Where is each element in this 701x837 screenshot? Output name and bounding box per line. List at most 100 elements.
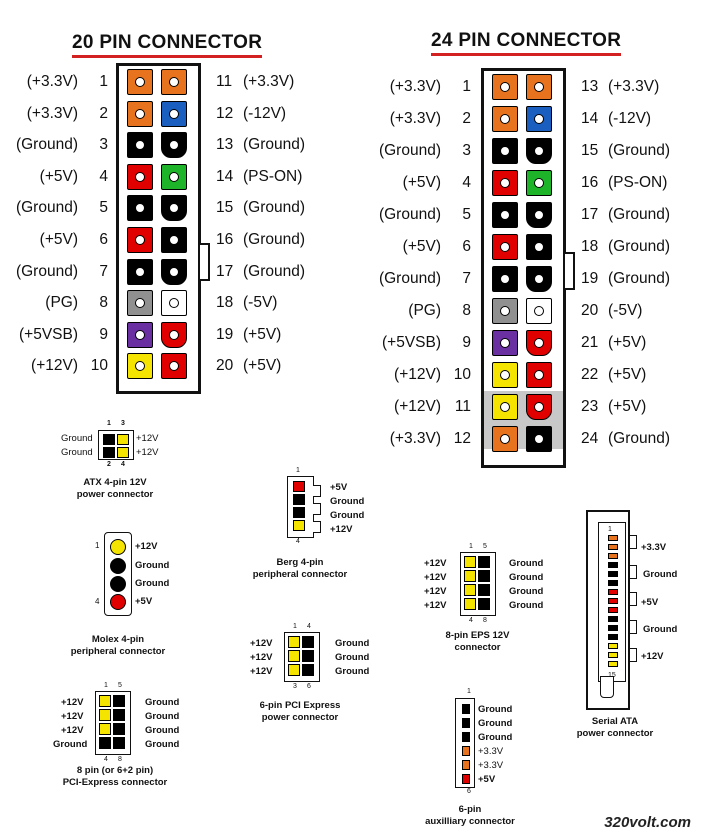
pin-7	[492, 266, 518, 292]
pin-5	[492, 202, 518, 228]
pin-number: 4	[121, 461, 125, 468]
pin-voltage: (+5V)	[402, 174, 441, 191]
pin-label: Ground	[478, 718, 513, 729]
atx4-pin-4	[117, 447, 129, 458]
sata-tab	[630, 592, 637, 606]
pin-voltage: (+5V)	[402, 238, 441, 255]
pin-11	[608, 625, 618, 631]
title-underline	[431, 53, 622, 56]
pin-11	[161, 69, 187, 95]
pin-contact	[169, 298, 179, 309]
caption-line: auxilliary connector	[425, 816, 515, 827]
pin-label: Ground	[145, 725, 180, 736]
pin-contact	[500, 338, 510, 348]
pin-number: 1	[107, 420, 111, 427]
pin-18	[161, 290, 187, 317]
pin-12	[608, 634, 618, 640]
pin-number: 8	[118, 756, 122, 763]
pin-number: 11	[216, 73, 233, 90]
caption-line: connector	[454, 642, 501, 653]
pin-4	[608, 562, 618, 568]
pin-22	[526, 362, 552, 388]
pin-voltage: (+5VSB)	[18, 325, 78, 343]
pin-number: 5	[462, 206, 471, 223]
pin-label: +5V	[135, 596, 153, 607]
pin-label: Ground	[145, 697, 180, 708]
pin-1	[127, 69, 153, 95]
pin-label: +12V	[136, 433, 159, 444]
pin-voltage: (+3.3V)	[389, 110, 441, 127]
pin-2	[492, 106, 518, 132]
pin-label: +12V	[250, 652, 273, 663]
pin-contact	[534, 306, 544, 316]
pin-number: 10	[453, 366, 471, 383]
pin-contact	[135, 298, 145, 309]
pin-number: 1	[95, 541, 100, 550]
pin-9	[492, 330, 518, 356]
title-20pin: 20 PIN CONNECTOR	[72, 32, 263, 58]
pin-number: 13	[216, 136, 234, 154]
pin-number: 5	[99, 199, 108, 217]
pin-label: Ground	[335, 666, 370, 677]
sata-caption: Serial ATA power connector	[560, 716, 670, 740]
pin-number: 1	[293, 623, 297, 630]
pin-voltage: (+3.3V)	[26, 104, 78, 122]
pin-10	[608, 616, 618, 622]
pin-contact	[169, 329, 179, 340]
pin-15	[608, 661, 618, 667]
pin-label: +12V	[250, 666, 273, 677]
pin-contact	[500, 370, 510, 380]
pin-number: 13	[581, 78, 599, 95]
pin-number: 24	[581, 430, 599, 447]
atx4-pin-1	[103, 434, 115, 445]
pin-7	[608, 589, 618, 595]
pin-contact	[534, 274, 544, 284]
pin-4	[302, 650, 314, 662]
pin-number: 12	[216, 104, 234, 122]
pin-label: +3.3V	[478, 746, 504, 757]
pin-number: 22	[581, 366, 599, 383]
pin-20	[161, 353, 187, 380]
pin-contact	[534, 82, 544, 92]
pin-number: 1	[104, 682, 108, 689]
sata-tab	[630, 565, 637, 579]
pin-voltage: (-12V)	[608, 110, 652, 127]
pin-16	[526, 170, 552, 196]
pin-19	[161, 321, 187, 348]
aux6-caption: 6-pin auxilliary connector	[415, 804, 525, 828]
pin-number: 2	[462, 110, 471, 127]
pin-7	[127, 258, 153, 285]
pin-6	[492, 234, 518, 260]
pin-voltage: (+5V)	[243, 325, 282, 343]
pin-19	[526, 266, 552, 292]
pin-6	[608, 580, 618, 586]
pin-voltage: (+12V)	[31, 357, 78, 375]
pin-voltage: (Ground)	[15, 262, 78, 280]
pin-voltage: (PS-ON)	[608, 174, 668, 191]
pin-contact	[534, 178, 544, 188]
pin-contact	[135, 171, 145, 182]
pin-label: Ground	[478, 704, 513, 715]
pin-voltage: (+3.3V)	[389, 430, 441, 447]
pin-number: 21	[581, 334, 599, 351]
pin-number: 1	[467, 688, 471, 695]
pin-20	[526, 298, 552, 324]
pin-label: +5V	[641, 597, 659, 608]
pin-contact	[135, 140, 145, 151]
title-24pin: 24 PIN CONNECTOR	[431, 30, 622, 56]
pin-contact	[500, 274, 510, 284]
molex-pin-3	[110, 576, 126, 592]
pin-contact	[135, 77, 145, 87]
pin-1	[608, 535, 618, 541]
pin-label: Ground	[330, 510, 365, 521]
caption-line: power connector	[576, 728, 654, 739]
pin-voltage: (Ground)	[243, 262, 306, 280]
pin-8	[608, 598, 618, 604]
pin-number: 10	[90, 357, 108, 375]
pin-label: +12V	[424, 572, 447, 583]
pin-label: +12V	[61, 711, 84, 722]
pin-number: 7	[462, 270, 471, 287]
pin-1	[492, 74, 518, 100]
pin-number: 20	[216, 357, 234, 375]
pin-label: +12V	[424, 600, 447, 611]
